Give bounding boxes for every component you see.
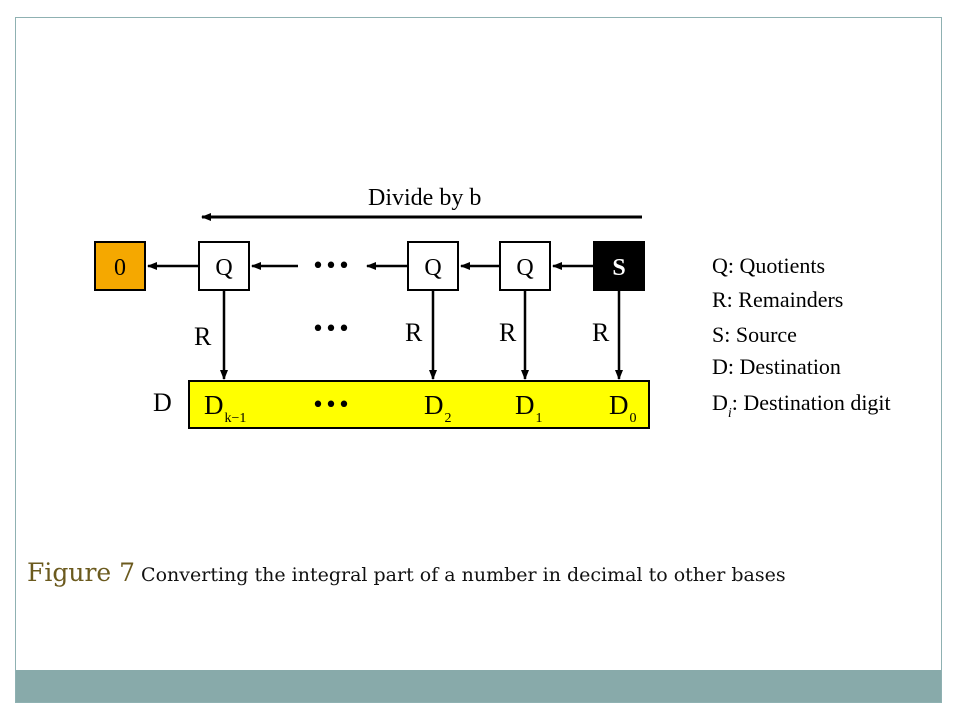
ellipsis-bottom: •••: [312, 393, 351, 418]
source-box-label: S: [612, 255, 625, 281]
ellipsis-middle: •••: [312, 317, 351, 342]
destination-digit: D1: [515, 390, 543, 426]
legend-item: D: Destination: [712, 354, 841, 379]
footer-bar: [16, 670, 941, 702]
divide-by-label: Divide by b: [368, 185, 481, 211]
remainder-label: R: [499, 318, 517, 347]
quotient-box-label: Q: [516, 255, 533, 281]
remainder-label: R: [592, 318, 610, 347]
destination-bar: [188, 380, 650, 429]
zero-box: [94, 241, 146, 291]
figure-caption-text: Converting the integral part of a number…: [141, 564, 786, 586]
remainder-label: R: [194, 322, 212, 351]
source-box: [593, 241, 645, 291]
destination-label: D: [153, 388, 172, 417]
destination-digit: D2: [424, 390, 452, 426]
destination-digit: Dk−1: [204, 390, 246, 426]
legend-item: Q: Quotients: [712, 253, 825, 278]
ellipsis-top: •••: [312, 254, 351, 279]
figure-label: Figure 7: [27, 558, 136, 587]
legend-item: S: Source: [712, 322, 797, 347]
slide-frame: [15, 17, 942, 703]
zero-box-label: 0: [114, 255, 126, 281]
quotient-box-label: Q: [215, 255, 232, 281]
remainder-label: R: [405, 318, 423, 347]
legend-item: R: Remainders: [712, 287, 843, 312]
destination-digit: D0: [609, 390, 637, 426]
legend-item-digit: Di: Destination digit: [712, 390, 891, 421]
quotient-box-label: Q: [424, 255, 441, 281]
